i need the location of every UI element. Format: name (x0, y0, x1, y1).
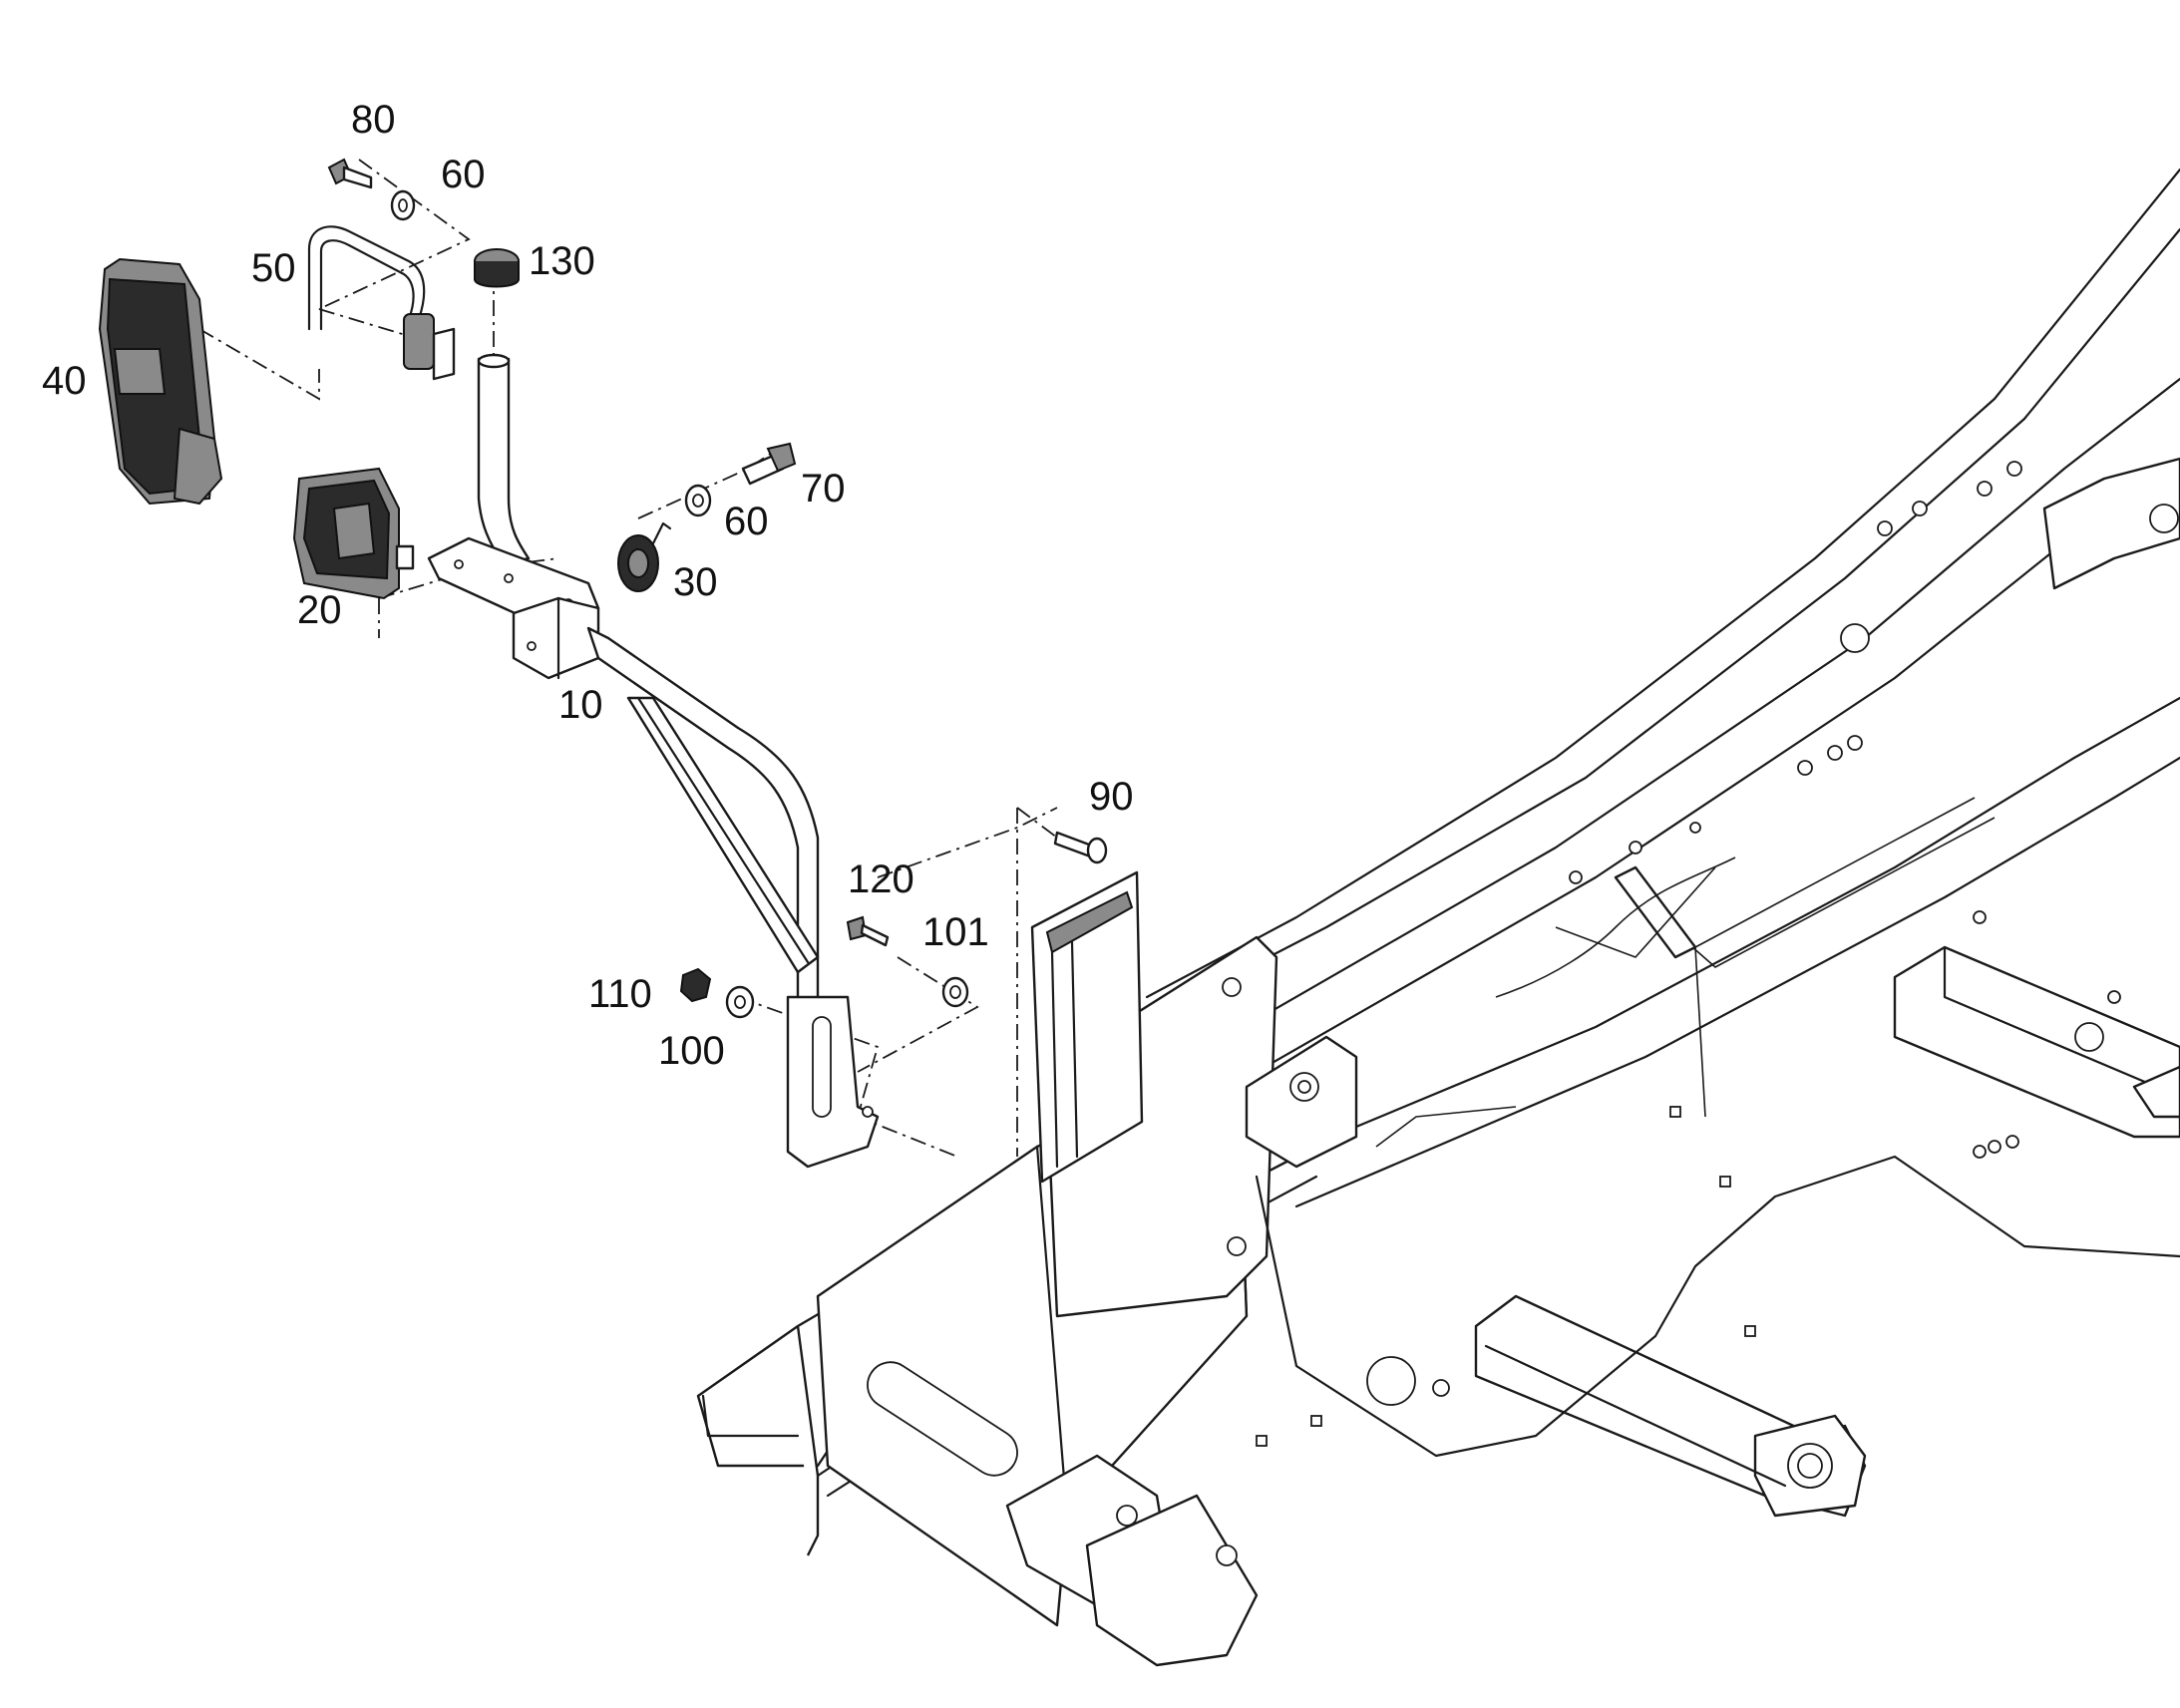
bolt-70 (741, 442, 797, 486)
cap-130 (474, 248, 520, 288)
callout-101: 101 (922, 910, 989, 954)
callout-80: 80 (351, 98, 396, 142)
nut-110 (679, 967, 712, 1003)
callout-labels: 80 60 50 130 40 70 60 30 20 10 90 120 10… (42, 98, 1134, 1073)
handle-rod-50 (307, 225, 456, 381)
callout-20: 20 (297, 588, 342, 632)
callout-60-top: 60 (441, 153, 486, 196)
callout-10: 10 (558, 683, 603, 727)
work-lamp-20 (292, 467, 415, 600)
bolt-90 (1053, 831, 1108, 864)
callout-60-mid: 60 (724, 500, 769, 543)
round-mount-30 (617, 521, 672, 592)
callout-50: 50 (251, 246, 296, 290)
bolt-80 (327, 158, 373, 189)
callout-30: 30 (673, 560, 718, 604)
callout-70: 70 (801, 467, 846, 511)
callout-110: 110 (588, 972, 652, 1016)
rubber-pad (1030, 870, 1144, 1184)
callout-90: 90 (1089, 775, 1134, 819)
exploded-parts (98, 158, 1144, 1184)
chassis-frame (696, 168, 2180, 1667)
bolt-120 (846, 915, 890, 947)
mirror-40 (98, 257, 223, 506)
callout-100: 100 (658, 1029, 725, 1073)
callout-130: 130 (529, 239, 595, 283)
callout-120: 120 (848, 857, 914, 901)
mirror-bracket-arm-10 (427, 353, 880, 1169)
callout-40: 40 (42, 359, 87, 403)
